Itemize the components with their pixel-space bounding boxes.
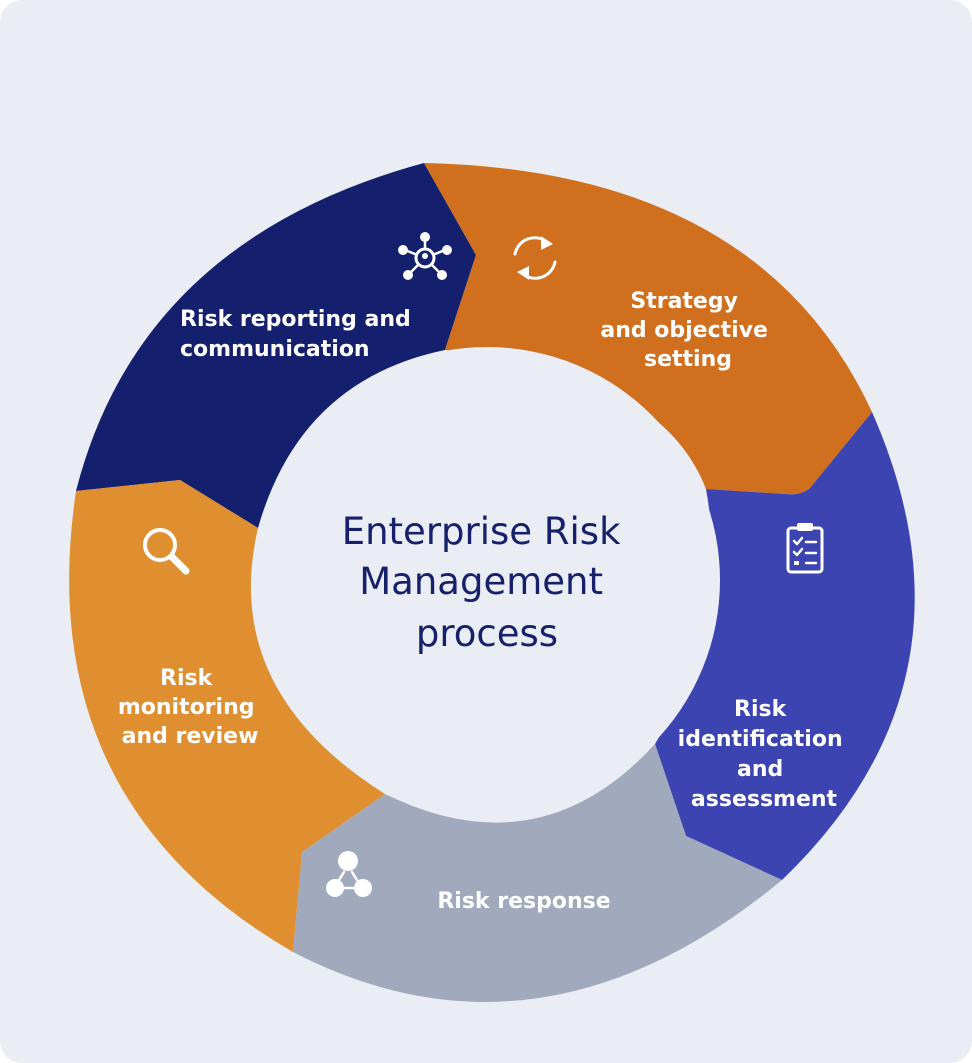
- label-response: Risk response: [437, 889, 610, 914]
- center-title: Enterprise Risk Management process: [342, 510, 633, 655]
- center-title-line: Management: [359, 560, 603, 603]
- segment-monitoring: [69, 480, 385, 952]
- label-line: and review: [122, 724, 259, 749]
- people-network-icon: [326, 851, 372, 897]
- label-line: assessment: [691, 787, 838, 812]
- segment-identification: [655, 412, 915, 880]
- segment-reporting: [76, 163, 476, 528]
- hub-network-icon: [398, 232, 452, 280]
- label-line: Risk: [160, 666, 214, 691]
- label-line: Risk reporting and: [180, 307, 411, 332]
- label-line: identification: [678, 727, 843, 752]
- clipboard-checklist-icon: [786, 523, 824, 574]
- label-line: setting: [644, 347, 732, 372]
- label-identification: Risk identification and assessment: [678, 697, 851, 812]
- segment-response: [293, 744, 782, 1002]
- label-line: Risk response: [437, 889, 610, 914]
- label-reporting: Risk reporting and communication: [180, 307, 418, 362]
- segment-strategy: [424, 163, 872, 495]
- label-line: and objective: [600, 318, 768, 343]
- center-title-line: Enterprise Risk: [342, 510, 621, 553]
- magnifier-icon: [143, 528, 190, 575]
- center-disc: [254, 347, 720, 813]
- label-line: and: [737, 757, 783, 782]
- label-strategy: Strategy and objective setting: [600, 289, 775, 372]
- refresh-cycle-icon: [513, 236, 557, 280]
- center-title-line: process: [416, 612, 558, 655]
- label-line: Risk: [734, 697, 788, 722]
- label-line: Strategy: [630, 289, 738, 314]
- label-monitoring: Risk monitoring and review: [118, 666, 262, 749]
- label-line: monitoring: [118, 695, 255, 720]
- label-line: communication: [180, 337, 370, 362]
